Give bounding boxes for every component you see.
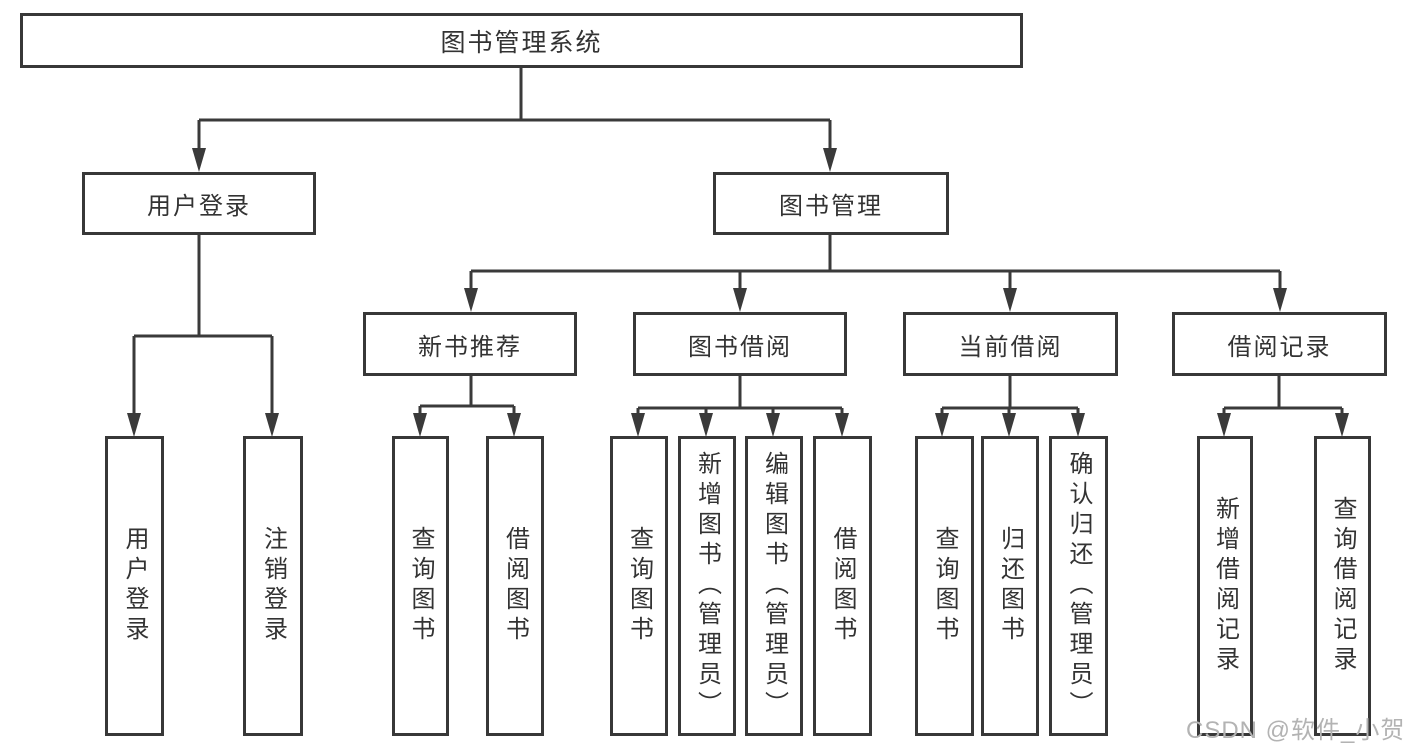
- leaf-edit-books-admin: 编辑图书（管理员）: [745, 436, 803, 736]
- node-label: 查询借阅记录: [1329, 496, 1356, 676]
- node-library-system: 图书管理系统: [20, 13, 1023, 68]
- csdn-watermark: CSDN @软件_小贺同学: [1186, 717, 1405, 744]
- leaf-add-books-admin: 新增图书（管理员）: [678, 436, 736, 736]
- node-new-book-recommend: 新书推荐: [363, 312, 577, 376]
- node-label: 编辑图书（管理员）: [760, 451, 788, 721]
- node-label: 借阅记录: [1227, 333, 1332, 361]
- leaf-borrow-books: 借阅图书: [813, 436, 872, 736]
- node-label: 图书借阅: [688, 333, 792, 361]
- leaf-add-borrow-record: 新增借阅记录: [1197, 436, 1253, 736]
- node-label: 借阅图书: [501, 526, 529, 646]
- node-label: 新书推荐: [418, 333, 522, 361]
- node-label: 查询图书: [931, 526, 958, 646]
- node-book-borrow: 图书借阅: [633, 312, 847, 376]
- leaf-user-login: 用户登录: [105, 436, 164, 736]
- node-book-management: 图书管理: [713, 172, 949, 235]
- node-label: 查询图书: [407, 526, 434, 646]
- node-borrow-records: 借阅记录: [1172, 312, 1387, 376]
- node-label: 确认归还（管理员）: [1065, 451, 1092, 721]
- leaf-query-books-recommend: 查询图书: [392, 436, 449, 736]
- node-label: 用户登录: [121, 526, 148, 646]
- leaf-query-borrow-record: 查询借阅记录: [1314, 436, 1371, 736]
- node-label: 借阅图书: [829, 526, 856, 646]
- node-label: 图书管理系统: [440, 28, 603, 57]
- leaf-query-books-current: 查询图书: [915, 436, 974, 736]
- node-label: 图书管理: [779, 193, 883, 220]
- arrowheads: [127, 148, 1349, 437]
- leaf-confirm-return-admin: 确认归还（管理员）: [1049, 436, 1108, 736]
- node-label: 新增借阅记录: [1211, 496, 1239, 676]
- node-label: 新增图书（管理员）: [693, 451, 721, 721]
- leaf-logout-login: 注销登录: [243, 436, 303, 736]
- node-label: 归还图书: [996, 526, 1024, 646]
- node-label: 用户登录: [147, 193, 251, 220]
- leaf-borrow-books-recommend: 借阅图书: [486, 436, 544, 736]
- node-current-borrow: 当前借阅: [903, 312, 1118, 376]
- leaf-query-books-borrow: 查询图书: [610, 436, 668, 736]
- node-label: 当前借阅: [958, 333, 1063, 361]
- node-label: 注销登录: [259, 526, 287, 646]
- leaf-return-books: 归还图书: [981, 436, 1039, 736]
- node-label: 查询图书: [625, 526, 653, 646]
- node-user-login: 用户登录: [82, 172, 316, 235]
